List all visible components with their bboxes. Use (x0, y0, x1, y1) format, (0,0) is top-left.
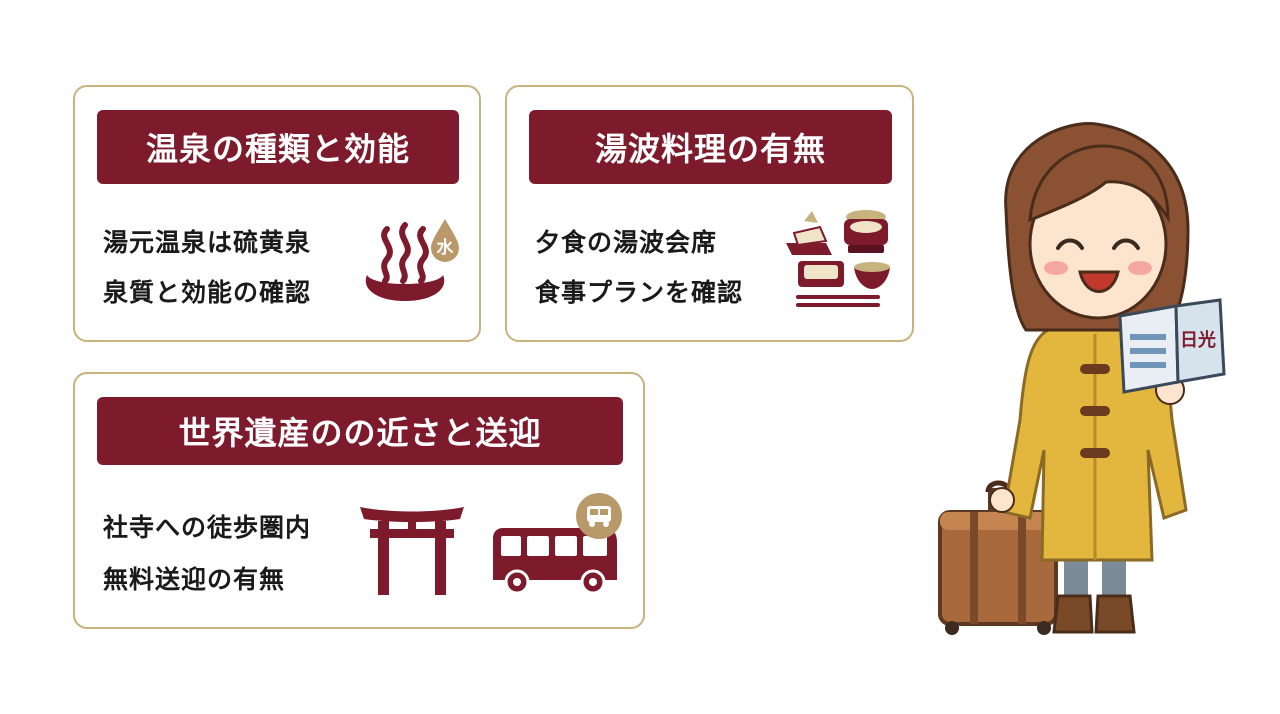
water-drop-icon: 水 (427, 217, 463, 263)
traveler-figure-icon (938, 122, 1226, 635)
bus-badge-icon (576, 493, 622, 539)
water-drop-label: 水 (436, 238, 454, 258)
traveler-illustration: 日光 (930, 120, 1250, 650)
card-title: 湯波料理の有無 (529, 110, 892, 184)
card-text-line: 湯元温泉は硫黄泉 (103, 228, 312, 257)
card-world-heritage: 世界遺産のの近さと送迎 社寺への徒歩圏内 無料送迎の有無 (73, 372, 645, 629)
card-text-line: 泉質と効能の確認 (103, 278, 312, 307)
card-title: 世界遺産のの近さと送迎 (97, 397, 623, 465)
card-text-line: 無料送迎の有無 (103, 565, 286, 594)
card-text-line: 食事プランを確認 (535, 278, 744, 307)
card-onsen-types: 温泉の種類と効能 湯元温泉は硫黄泉 泉質と効能の確認 水 (73, 85, 481, 342)
card-title: 温泉の種類と効能 (97, 110, 459, 184)
bus-icon (493, 528, 617, 595)
guidebook-label: 日光 (1180, 330, 1216, 351)
hot-spring-icon (365, 222, 445, 301)
card-text-line: 夕食の湯波会席 (535, 228, 718, 257)
torii-gate-icon (360, 507, 464, 595)
card-text-line: 社寺への徒歩圏内 (103, 513, 312, 542)
meal-tray-icon (786, 210, 890, 307)
card-yuba-cuisine: 湯波料理の有無 夕食の湯波会席 食事プランを確認 (505, 85, 914, 342)
